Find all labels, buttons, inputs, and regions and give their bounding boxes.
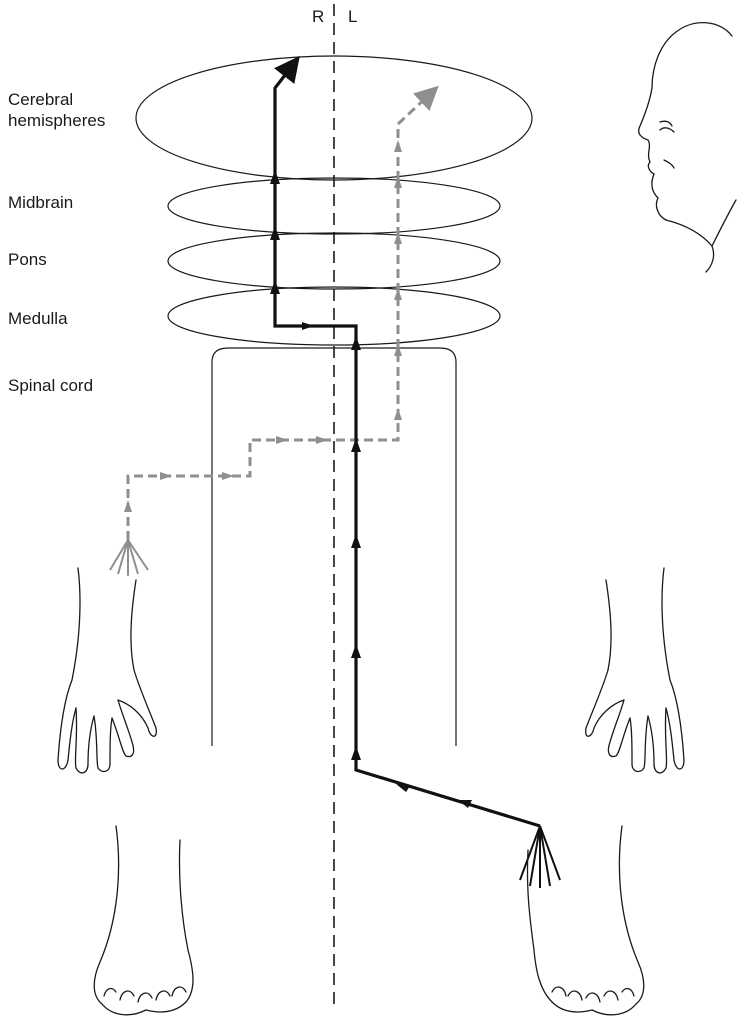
right-hand-receptor xyxy=(110,540,148,576)
right-hand-icon xyxy=(58,568,156,773)
head-profile-icon xyxy=(639,23,736,272)
dorsal-column-arrowheads xyxy=(270,170,472,808)
spinothalamic-pathway xyxy=(128,94,430,540)
spinothalamic-arrowheads xyxy=(124,140,402,512)
left-foot-receptor xyxy=(520,826,560,888)
left-hand-icon xyxy=(586,568,684,773)
right-foot-icon xyxy=(94,826,193,1015)
